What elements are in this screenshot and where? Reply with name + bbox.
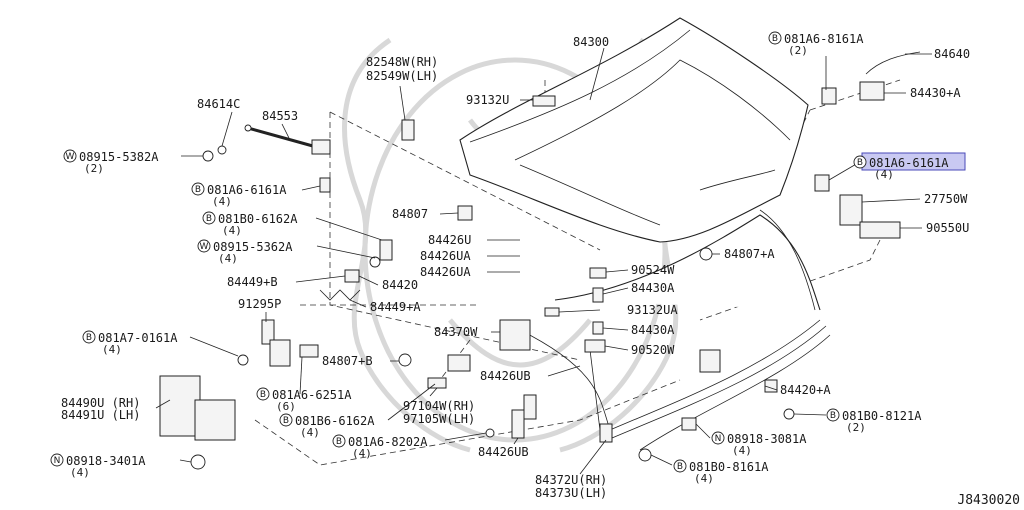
callout-84373u: 84373U(LH) <box>535 486 607 500</box>
callout-84807b: 84807+B <box>322 354 373 368</box>
callout-84426u: 84426U <box>428 233 471 247</box>
callout-081a7-0161a: B 081A7-0161A (4) <box>82 330 178 356</box>
callout-081a6-8161a: B 081A6-8161A (2) <box>768 31 864 57</box>
callout-84426ub-1: 84426UB <box>480 369 531 383</box>
part-number: 08915-5382A <box>79 150 159 164</box>
callout-90550u: 90550U <box>926 221 969 235</box>
part-number: 081B6-6162A <box>295 414 375 428</box>
callout-08918-3081a: N 08918-3081A (4) <box>711 431 807 457</box>
callout-84426ua-1: 84426UA <box>420 249 471 263</box>
callout-93132ua: 93132UA <box>627 303 678 317</box>
quantity: (4) <box>218 252 238 265</box>
figure-reference: J8430020 <box>957 493 1020 508</box>
quantity: (6) <box>276 400 296 413</box>
quantity: (2) <box>846 421 866 434</box>
callout-08918-3401a: N 08918-3401A (4) <box>50 453 146 479</box>
callout-90520w: 90520W <box>631 343 675 357</box>
callout-84372u: 84372U(RH) <box>535 473 607 487</box>
callout-081a6-6161a-left: B 081A6-6161A (4) <box>191 182 287 208</box>
callout-84807: 84807 <box>392 207 428 221</box>
callout-labels: 84300 84640 B 081A6-8161A (2) 84430+A 82… <box>50 31 970 500</box>
callout-84449a: 84449+A <box>370 300 421 314</box>
nut-prefix: N <box>715 434 722 444</box>
hinge-arms <box>519 209 831 451</box>
callout-081a6-6161a-right: B 081A6-6161A (4) <box>853 155 949 181</box>
callout-93132u: 93132U <box>466 93 509 107</box>
quantity: (2) <box>788 44 808 57</box>
callout-84430a-top: 84430+A <box>910 86 961 100</box>
part-number: 08915-5362A <box>213 240 293 254</box>
nut-prefix: N <box>54 456 61 466</box>
callout-84420a: 84420+A <box>780 383 831 397</box>
leader-lines <box>155 47 932 475</box>
part-number: 081A6-8202A <box>348 435 428 449</box>
quantity: (4) <box>874 168 894 181</box>
bolt-prefix: B <box>857 158 863 168</box>
callout-84426ua-2: 84426UA <box>420 265 471 279</box>
callout-97104w: 97104W(RH) <box>403 399 475 413</box>
callout-081a6-6251a: B 081A6-6251A (6) <box>256 387 352 413</box>
bolt-prefix: B <box>195 185 201 195</box>
part-number: 081B0-6162A <box>218 212 298 226</box>
part-number: 081A6-6251A <box>272 388 352 402</box>
callout-82549w: 82549W(LH) <box>366 69 438 83</box>
callout-90524w: 90524W <box>631 263 675 277</box>
callout-081b0-8161a: B 081B0-8161A (4) <box>673 459 769 485</box>
callout-82548w: 82548W(RH) <box>366 55 438 69</box>
bolt-prefix: B <box>830 411 836 421</box>
bolt-prefix: B <box>772 34 778 44</box>
quantity: (2) <box>84 162 104 175</box>
bolt-prefix: B <box>336 437 342 447</box>
callout-97105w: 97105W(LH) <box>403 412 475 426</box>
small-parts <box>159 51 921 470</box>
part-number: 081B0-8161A <box>689 460 769 474</box>
part-number: 08918-3081A <box>727 432 807 446</box>
part-number: 081A7-0161A <box>98 331 178 345</box>
quantity: (4) <box>694 472 714 485</box>
bolt-prefix: B <box>86 333 92 343</box>
callout-27750w: 27750W <box>924 192 968 206</box>
callout-08915-5382a: W 08915-5382A (2) <box>63 149 159 175</box>
quantity: (4) <box>352 447 372 460</box>
part-number: 08918-3401A <box>66 454 146 468</box>
part-number: 081A6-6161A <box>869 156 949 170</box>
quantity: (4) <box>70 466 90 479</box>
callout-84430a-2: 84430A <box>631 323 675 337</box>
bolt-prefix: B <box>206 214 212 224</box>
bolt-prefix: B <box>677 462 683 472</box>
part-number: 081A6-8161A <box>784 32 864 46</box>
washer-prefix: W <box>200 242 209 252</box>
callout-84420: 84420 <box>382 278 418 292</box>
bolt-prefix: B <box>283 416 289 426</box>
callout-84614c: 84614C <box>197 97 240 111</box>
quantity: (4) <box>102 343 122 356</box>
trunk-lid-panel <box>459 17 809 243</box>
callout-081a6-8202a: B 081A6-8202A (4) <box>332 434 428 460</box>
gas-strut <box>244 124 331 155</box>
callout-84300: 84300 <box>573 35 609 49</box>
callout-84370w: 84370W <box>434 325 478 339</box>
part-number: 081A6-6161A <box>207 183 287 197</box>
quantity: (4) <box>300 426 320 439</box>
callout-081b0-8121a: B 081B0-8121A (2) <box>826 408 922 434</box>
quantity: (4) <box>732 444 752 457</box>
quantity: (4) <box>222 224 242 237</box>
callout-08915-5362a: W 08915-5362A (4) <box>197 239 293 265</box>
callout-84491u: 84491U (LH) <box>61 408 140 422</box>
bolt-prefix: B <box>260 390 266 400</box>
callout-081b0-6162a: B 081B0-6162A (4) <box>202 211 298 237</box>
callout-84807a: 84807+A <box>724 247 775 261</box>
quantity: (4) <box>212 195 232 208</box>
washer-prefix: W <box>66 152 75 162</box>
callout-91295p: 91295P <box>238 297 281 311</box>
callout-84553: 84553 <box>262 109 298 123</box>
callout-84449b: 84449+B <box>227 275 278 289</box>
callout-081b6-6162a: B 081B6-6162A (4) <box>279 413 375 439</box>
part-number: 081B0-8121A <box>842 409 922 423</box>
callout-84430a-1: 84430A <box>631 281 675 295</box>
callout-84490u: 84490U (RH) <box>61 396 140 410</box>
callout-84426ub-2: 84426UB <box>478 445 529 459</box>
callout-84640: 84640 <box>934 47 970 61</box>
